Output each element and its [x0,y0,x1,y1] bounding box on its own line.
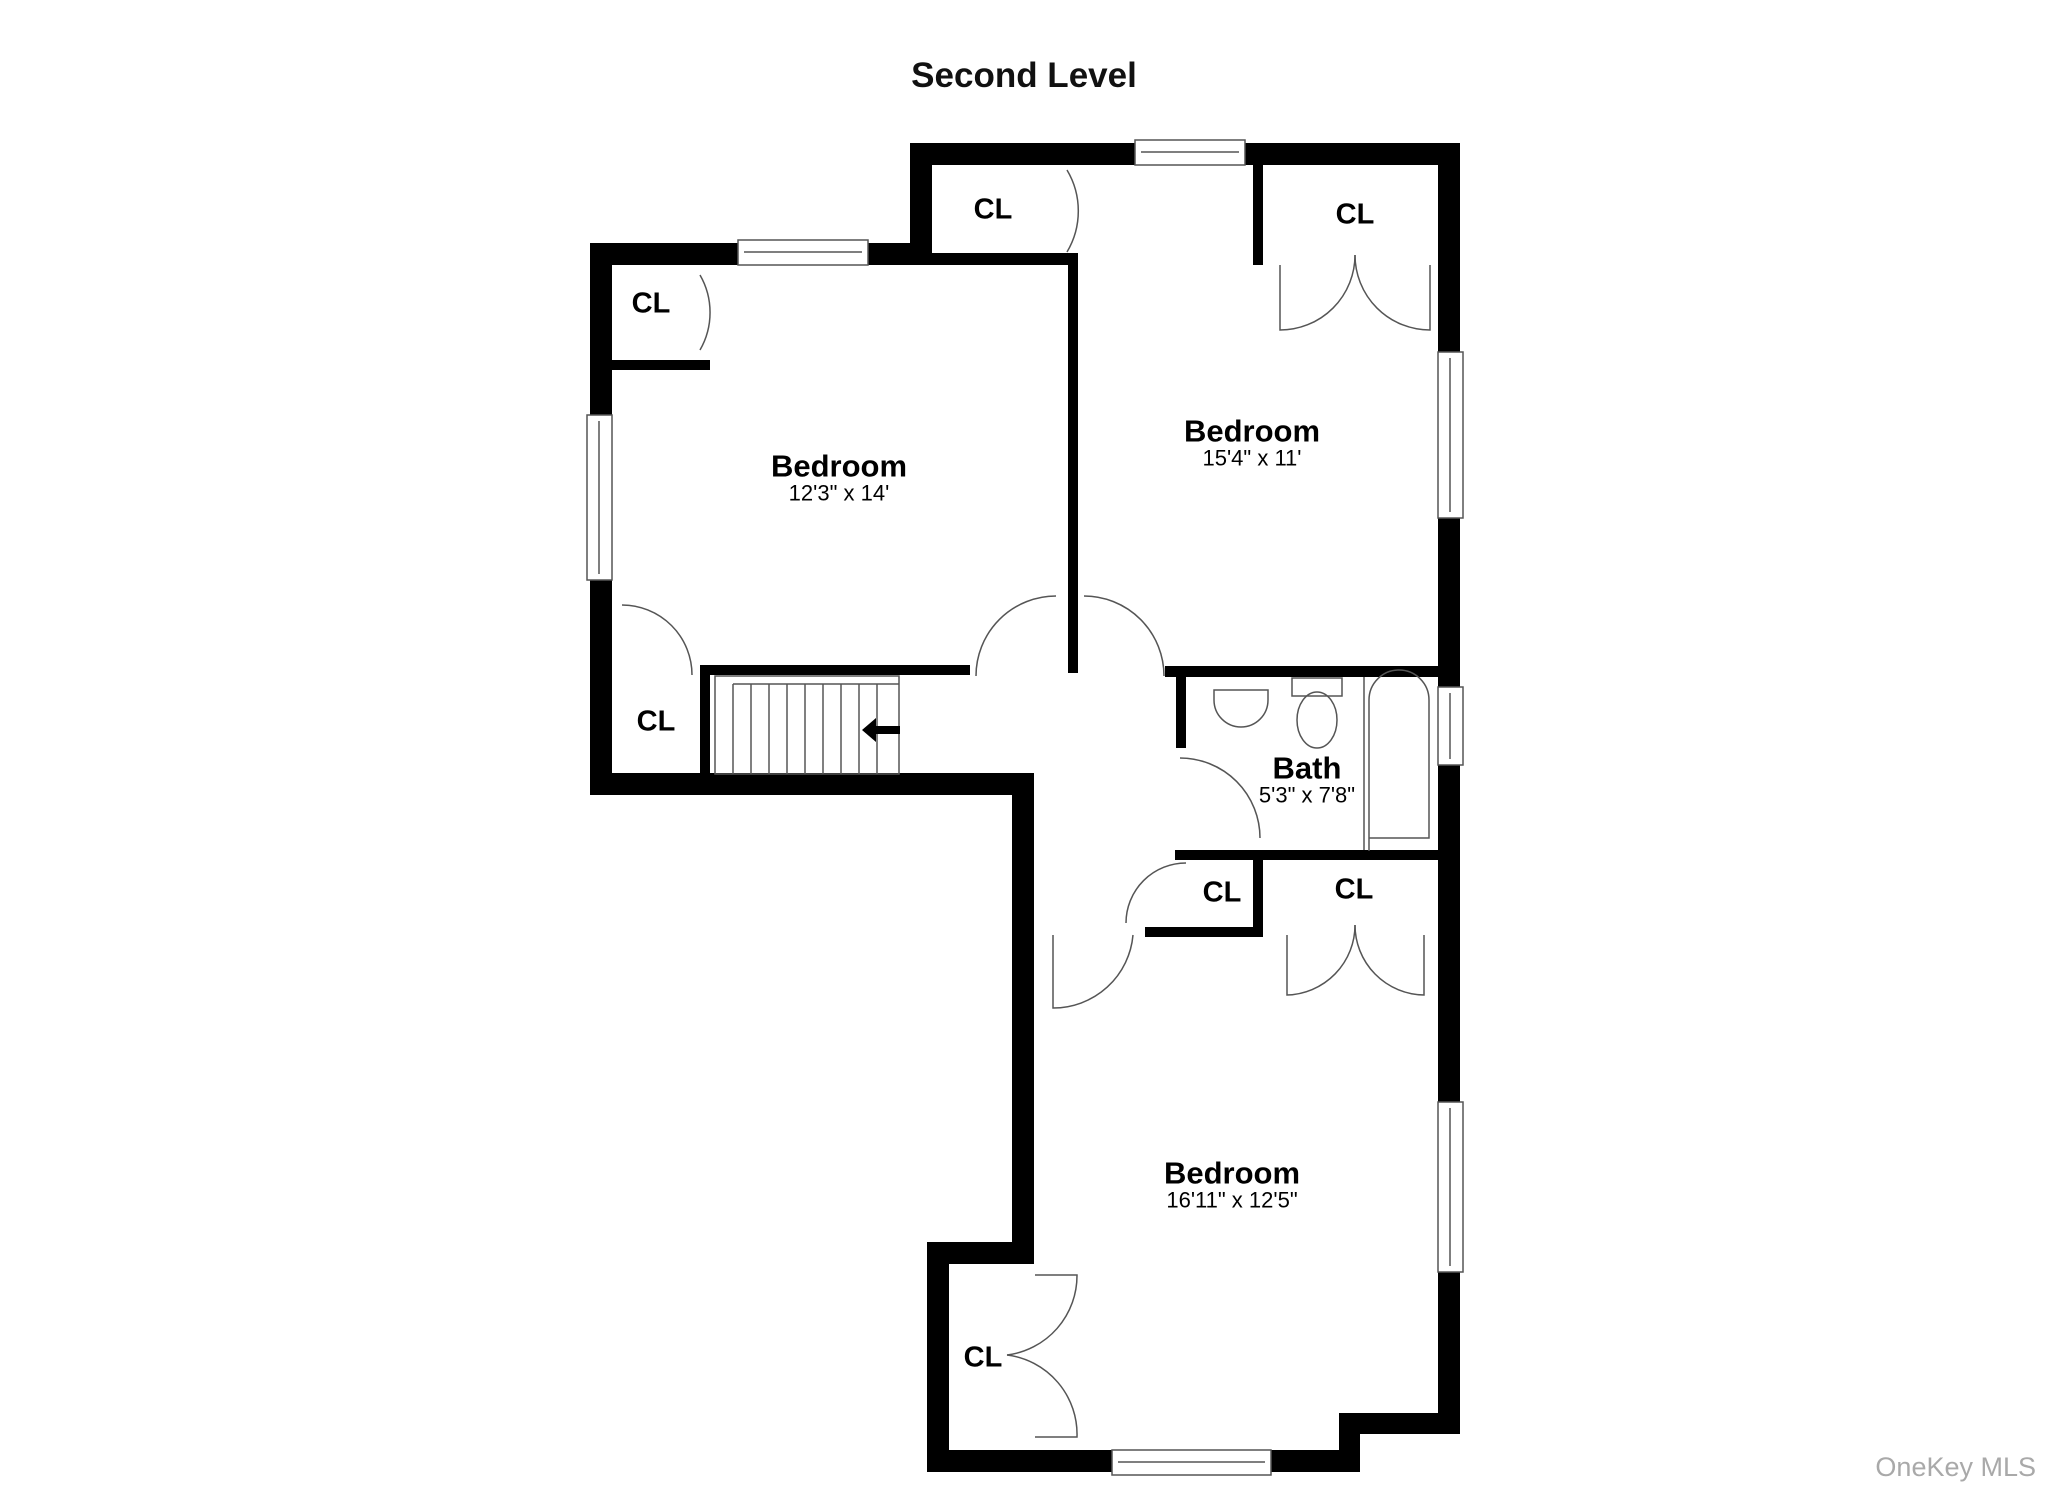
windows [586,139,1464,1476]
closet-label: CL [973,193,1013,226]
room-label-bedroom-2: Bedroom 15'4" x 11' [1184,415,1320,470]
room-name: Bath [1272,750,1342,786]
toilet-icon [1296,691,1338,749]
room-label-bath: Bath 5'3" x 7'8" [1259,752,1355,807]
stair-direction-arrow-icon [862,718,900,742]
room-label-bedroom-3: Bedroom 16'11" x 12'5" [1164,1157,1300,1212]
walls [590,143,1460,1472]
room-name: Bedroom [770,448,908,484]
room-name: Bedroom [1163,1155,1301,1191]
room-name: Bedroom [1183,413,1321,449]
watermark: OneKey MLS [1875,1452,2036,1482]
closet-label: CL [636,705,676,738]
bath-fixtures [1213,669,1430,851]
toilet-tank-icon [1291,677,1343,697]
closet-label: CL [963,1341,1003,1374]
room-dimensions: 5'3" x 7'8" [1258,782,1356,808]
closet-label: CL [631,287,671,320]
closet-label: CL [1202,876,1242,909]
stairs [714,675,900,775]
closet-label: CL [1335,198,1375,231]
doors [621,169,1431,1438]
closet-label: CL [1334,873,1374,906]
sink-icon [1213,689,1269,728]
room-dimensions: 12'3" x 14' [788,480,890,506]
floor-title: Second Level [911,56,1137,95]
room-dimensions: 16'11" x 12'5" [1166,1187,1298,1213]
room-dimensions: 15'4" x 11' [1202,445,1302,471]
room-label-bedroom-1: Bedroom 12'3" x 14' [771,450,907,505]
bathtub-icon [1368,669,1430,851]
